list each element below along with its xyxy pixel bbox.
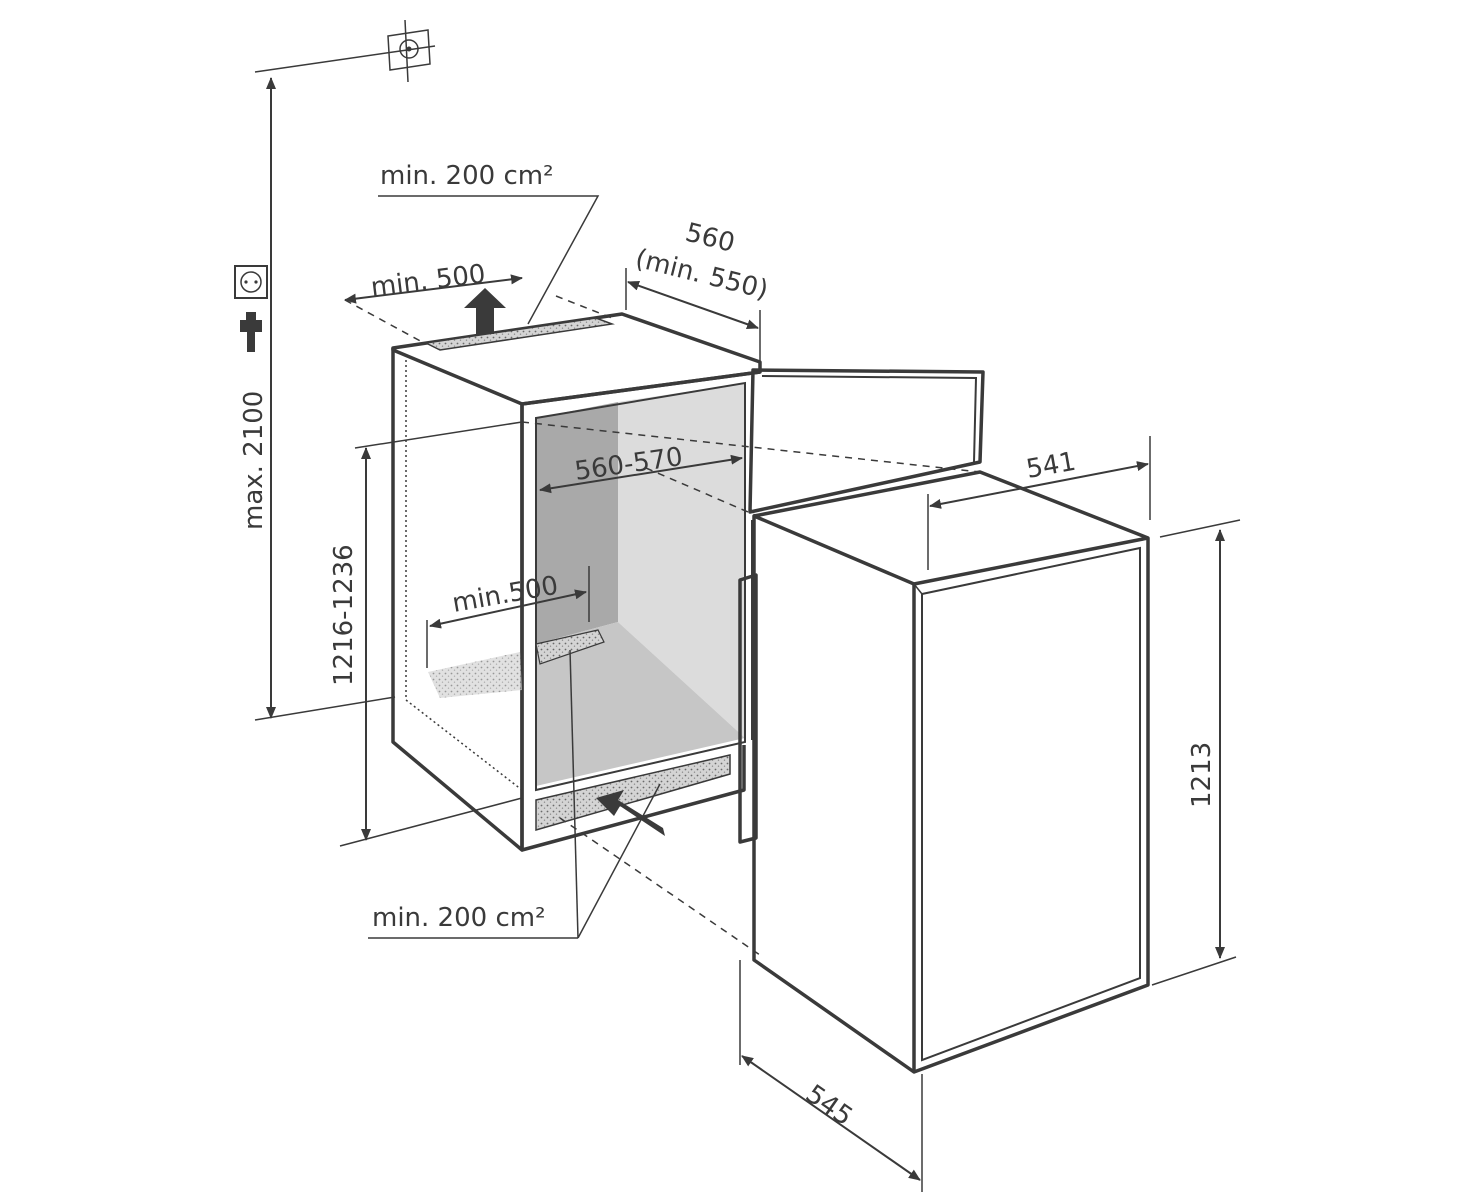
power-plug-icon bbox=[240, 312, 262, 352]
vent-bottom-area-label: min. 200 cm² bbox=[372, 903, 546, 933]
niche-height-label: 1216-1236 bbox=[329, 544, 359, 686]
max-height-label: max. 2100 bbox=[239, 391, 269, 530]
appliance-depth-dimension: 545 bbox=[739, 960, 923, 1192]
niche-width-label: 560 bbox=[682, 218, 737, 259]
bottom-vent-front bbox=[535, 754, 731, 831]
niche-width-min-label: (min. 550) bbox=[632, 244, 771, 306]
niche-cabinet bbox=[391, 312, 762, 852]
bottom-vent-floor-left bbox=[428, 652, 522, 698]
appliance-height-label: 1213 bbox=[1187, 742, 1217, 808]
appliance-door bbox=[738, 368, 985, 844]
niche-floor bbox=[536, 622, 745, 786]
airflow-arrow-icon bbox=[464, 288, 506, 334]
wall-socket-icon bbox=[234, 265, 268, 299]
appliance-width-dimension: 541 bbox=[927, 436, 1151, 570]
niche-back-wall bbox=[536, 402, 618, 644]
vent-top-depth-label: min. 500 bbox=[369, 259, 487, 303]
airflow-arrow-icon-bottom bbox=[596, 790, 665, 836]
ceiling-socket-icon bbox=[254, 19, 436, 83]
appliance-height-dimension: 1213 bbox=[1151, 519, 1241, 986]
vent-top-area-label: min. 200 cm² bbox=[380, 161, 554, 191]
niche-height-dimension: 1216-1236 bbox=[329, 421, 523, 847]
max-height-dimension: max. 2100 bbox=[239, 77, 396, 721]
appliance-body bbox=[752, 470, 1150, 1074]
top-vent-strip bbox=[423, 317, 615, 351]
bottom-vent-floor-inner bbox=[535, 629, 605, 665]
appliance-depth-label: 545 bbox=[800, 1079, 858, 1132]
